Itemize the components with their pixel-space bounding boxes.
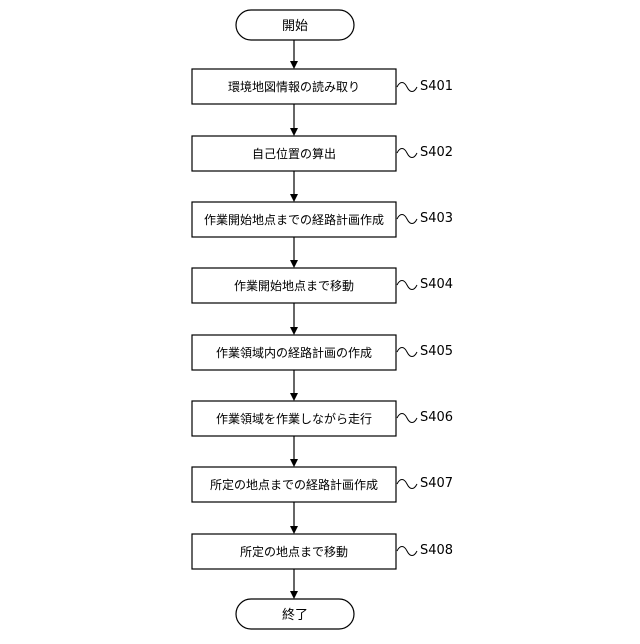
leader-tilde [397,215,417,224]
step-label: 作業領域を作業しながら走行 [216,411,372,426]
step-label: 作業開始地点まで移動 [234,279,354,293]
step-box-s404: 作業開始地点まで移動 [192,268,396,303]
step-id: S407 [420,476,453,491]
step-box-s403: 作業開始地点までの経路計画作成 [192,202,396,237]
step-label: 所定の地点まで移動 [240,544,348,559]
step-id: S406 [420,410,453,425]
step-box-s407: 所定の地点までの経路計画作成 [192,467,396,502]
step-label: 作業領域内の経路計画の作成 [216,345,372,360]
step-box-s408: 所定の地点まで移動 [192,534,396,569]
step-id: S401 [420,79,453,94]
step-id: S404 [420,277,453,292]
end-terminal: 終了 [236,599,354,629]
step-box-s406: 作業領域を作業しながら走行 [192,401,396,436]
leader-tilde [397,547,417,556]
step-label: 自己位置の算出 [252,146,336,161]
leader-tilde [397,149,417,158]
step-id: S405 [420,344,453,359]
step-box-s405: 作業領域内の経路計画の作成 [192,335,396,370]
step-label: 所定の地点までの経路計画作成 [210,477,378,492]
step-ids: S401 S402 S403 S404 S405 S406 S407 S408 [420,79,453,558]
step-id: S408 [420,543,453,558]
start-terminal: 開始 [236,10,354,40]
leader-tilde [397,83,417,92]
leader-tilde [397,348,417,357]
leader-tilde [397,414,417,423]
step-id: S402 [420,145,453,160]
leader-tilde [397,281,417,290]
step-label: 環境地図情報の読み取り [228,79,360,94]
step-label: 作業開始地点までの経路計画作成 [204,212,384,227]
step-id: S403 [420,211,453,226]
start-label: 開始 [282,19,308,34]
leader-tilde [397,480,417,489]
step-box-s402: 自己位置の算出 [192,136,396,171]
end-label: 終了 [282,607,308,623]
step-box-s401: 環境地図情報の読み取り [192,69,396,104]
step-id-leaders [397,83,417,556]
